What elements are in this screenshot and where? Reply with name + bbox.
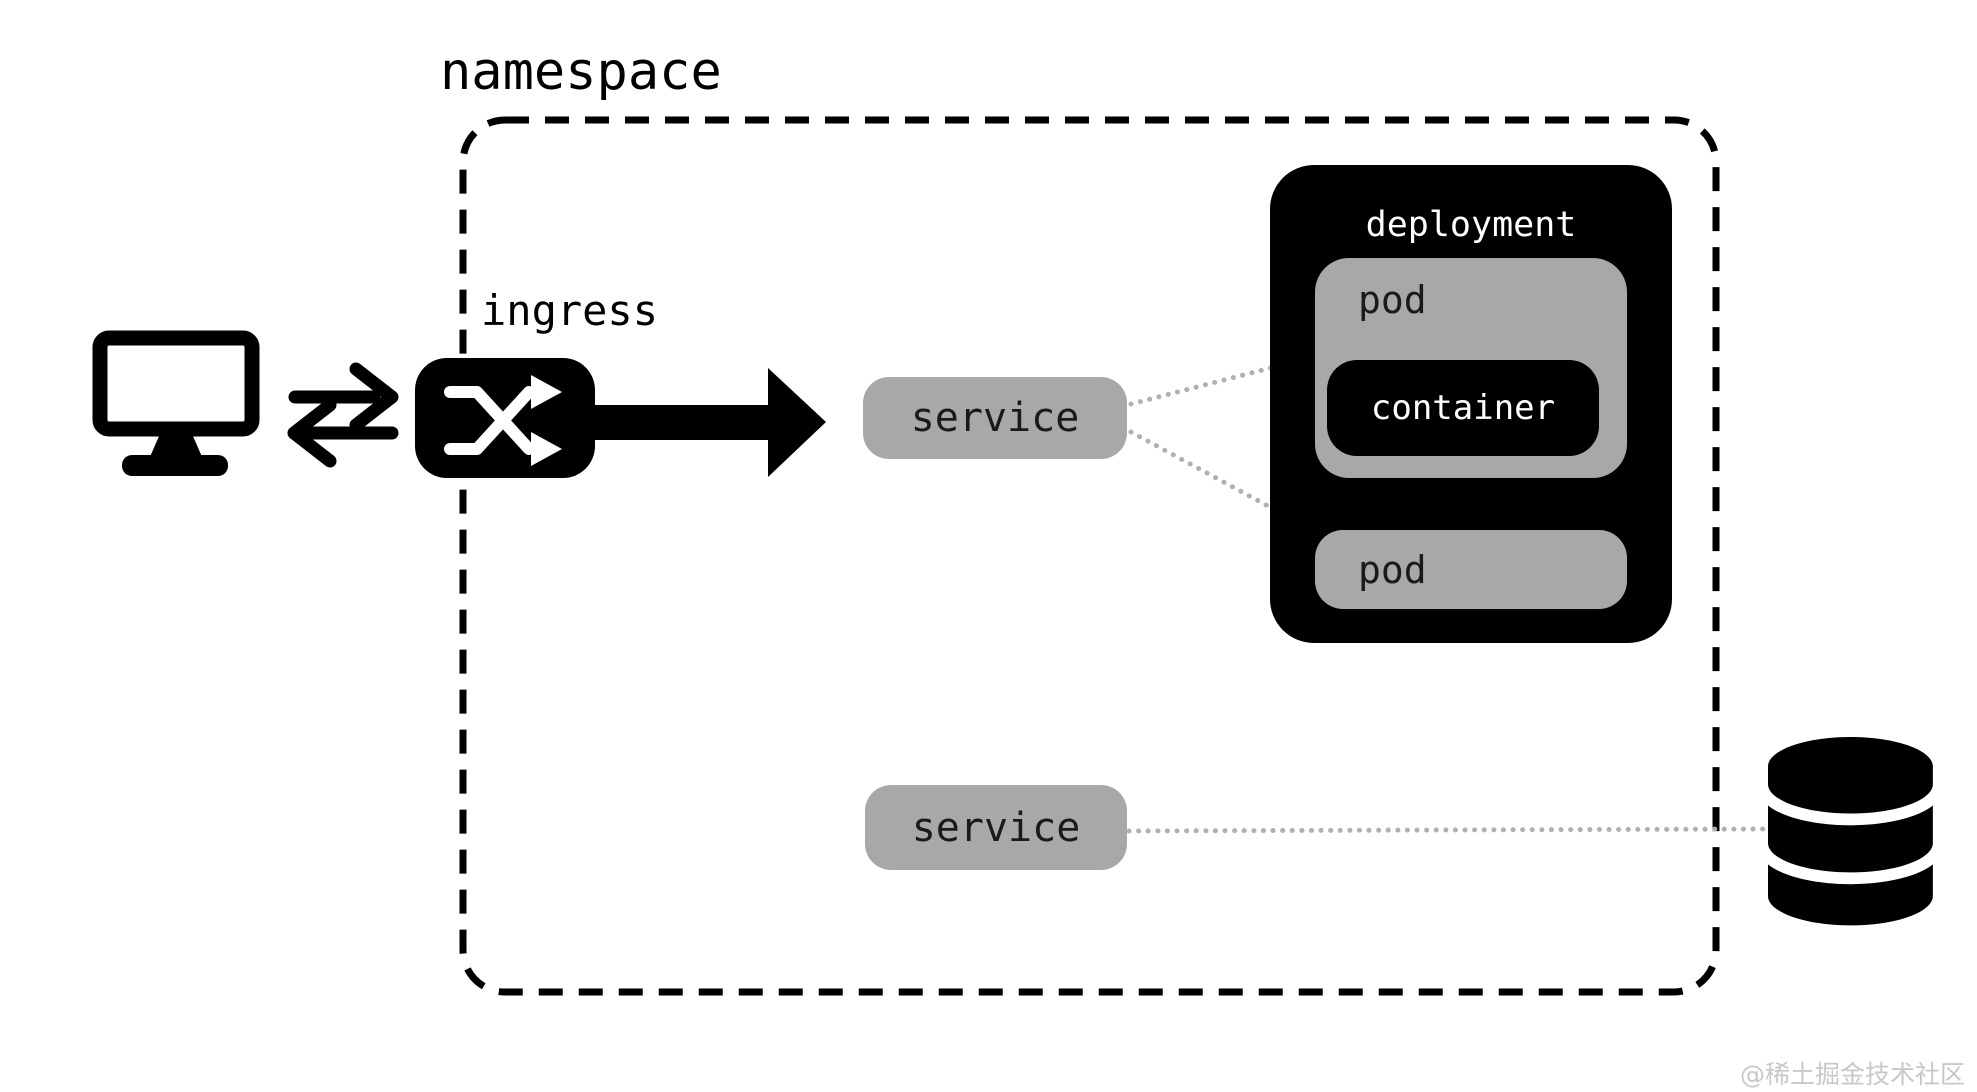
- pod-node-2: pod: [1315, 530, 1627, 609]
- ingress-label: ingress: [481, 286, 659, 335]
- service-to-pod-connector: [1128, 354, 1316, 407]
- service-to-database-connector: [1126, 826, 1770, 834]
- monitor-icon: [92, 330, 260, 476]
- deployment-node: deployment pod container pod: [1270, 165, 1672, 643]
- container-label: container: [1370, 388, 1556, 428]
- service-label: service: [910, 395, 1080, 441]
- ingress-icon: [415, 358, 595, 478]
- service-node-1: service: [863, 377, 1127, 459]
- service-to-pod2-connector: [1128, 429, 1321, 536]
- pod-node-1: pod container: [1315, 258, 1627, 478]
- exchange-arrows-icon: [287, 362, 399, 468]
- deployment-label: deployment: [1365, 205, 1577, 245]
- namespace-label: namespace: [440, 42, 722, 102]
- database-icon: [1768, 737, 1933, 926]
- shuffle-icon: [444, 375, 562, 466]
- service-node-2: service: [865, 785, 1127, 870]
- pod-label: pod: [1358, 548, 1427, 592]
- pod-label: pod: [1358, 278, 1427, 322]
- service-label: service: [911, 804, 1081, 851]
- container-node: container: [1327, 360, 1599, 456]
- right-arrow-icon: [590, 368, 826, 477]
- watermark: @稀土掘金技术社区: [1739, 1060, 1965, 1089]
